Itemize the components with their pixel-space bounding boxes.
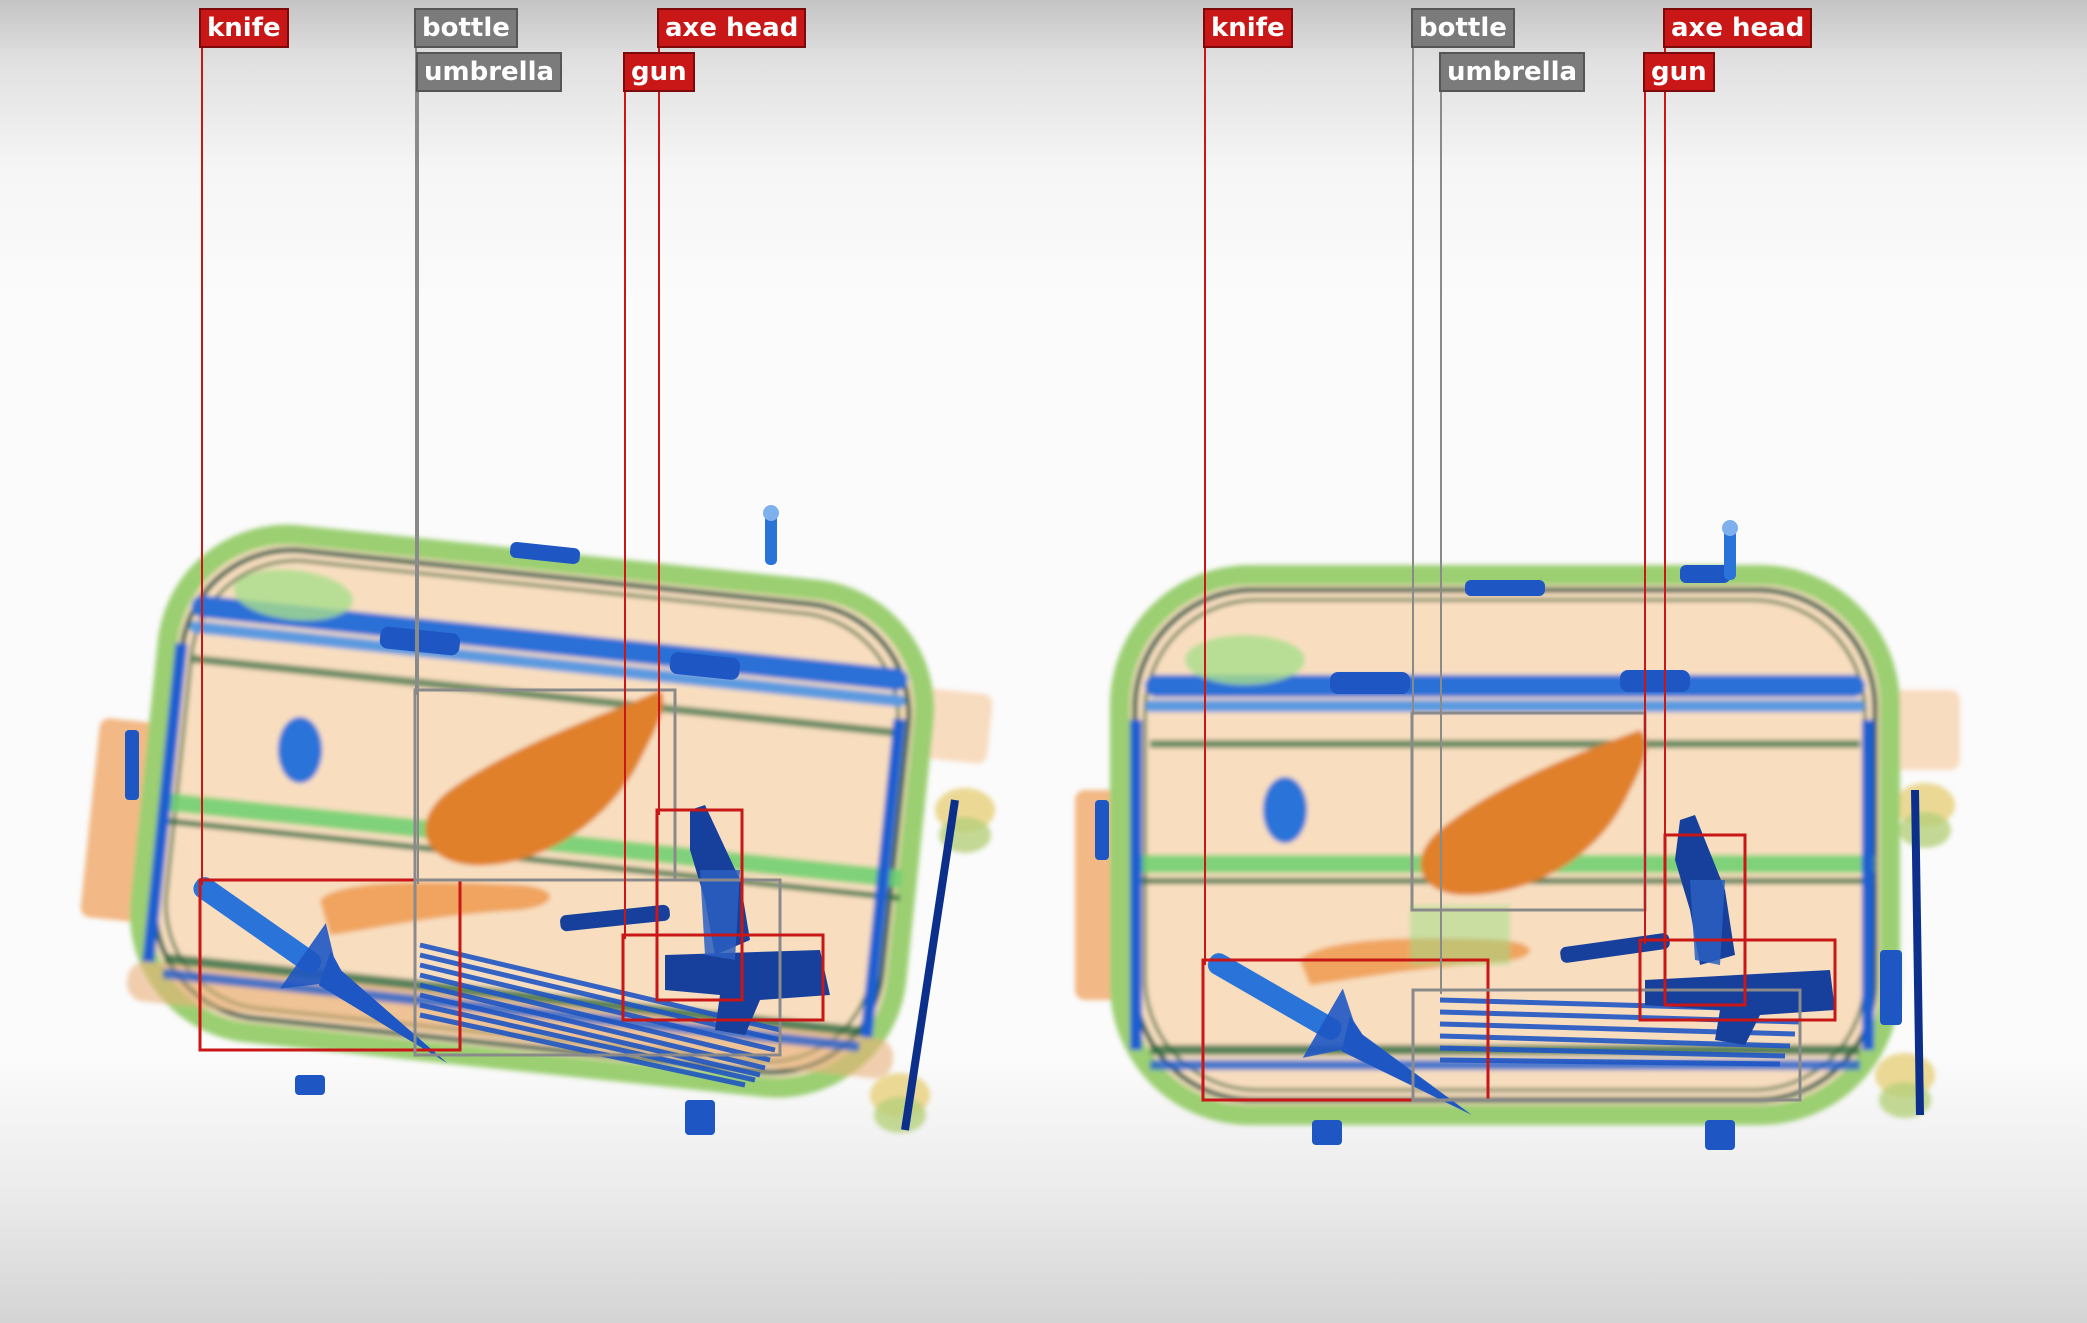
axe-head-leader-line <box>658 45 660 815</box>
right-xray-scan <box>1075 520 1960 1150</box>
bottle-leader-line <box>415 45 417 695</box>
knife-leader-line-right <box>1204 45 1206 965</box>
bottle-leader-line-right <box>1412 45 1414 715</box>
gun-leader-line-right <box>1644 89 1646 944</box>
left-label-axe-head: axe head <box>657 8 807 48</box>
left-label-umbrella: umbrella <box>416 52 563 92</box>
right-label-umbrella: umbrella <box>1439 52 1586 92</box>
left-label-gun: gun <box>623 52 695 92</box>
umbrella-leader-line <box>417 89 419 884</box>
axe-head-leader-line-right <box>1664 45 1666 840</box>
right-label-knife: knife <box>1203 8 1293 48</box>
right-label-bottle: bottle <box>1411 8 1515 48</box>
knife-leader-line <box>201 45 203 885</box>
umbrella-leader-line-right <box>1440 89 1442 994</box>
right-label-axe-head: axe head <box>1663 8 1813 48</box>
right-label-gun: gun <box>1643 52 1715 92</box>
left-label-bottle: bottle <box>414 8 518 48</box>
left-xray-scan <box>80 505 995 1135</box>
left-label-knife: knife <box>199 8 289 48</box>
gun-leader-line <box>624 89 626 939</box>
